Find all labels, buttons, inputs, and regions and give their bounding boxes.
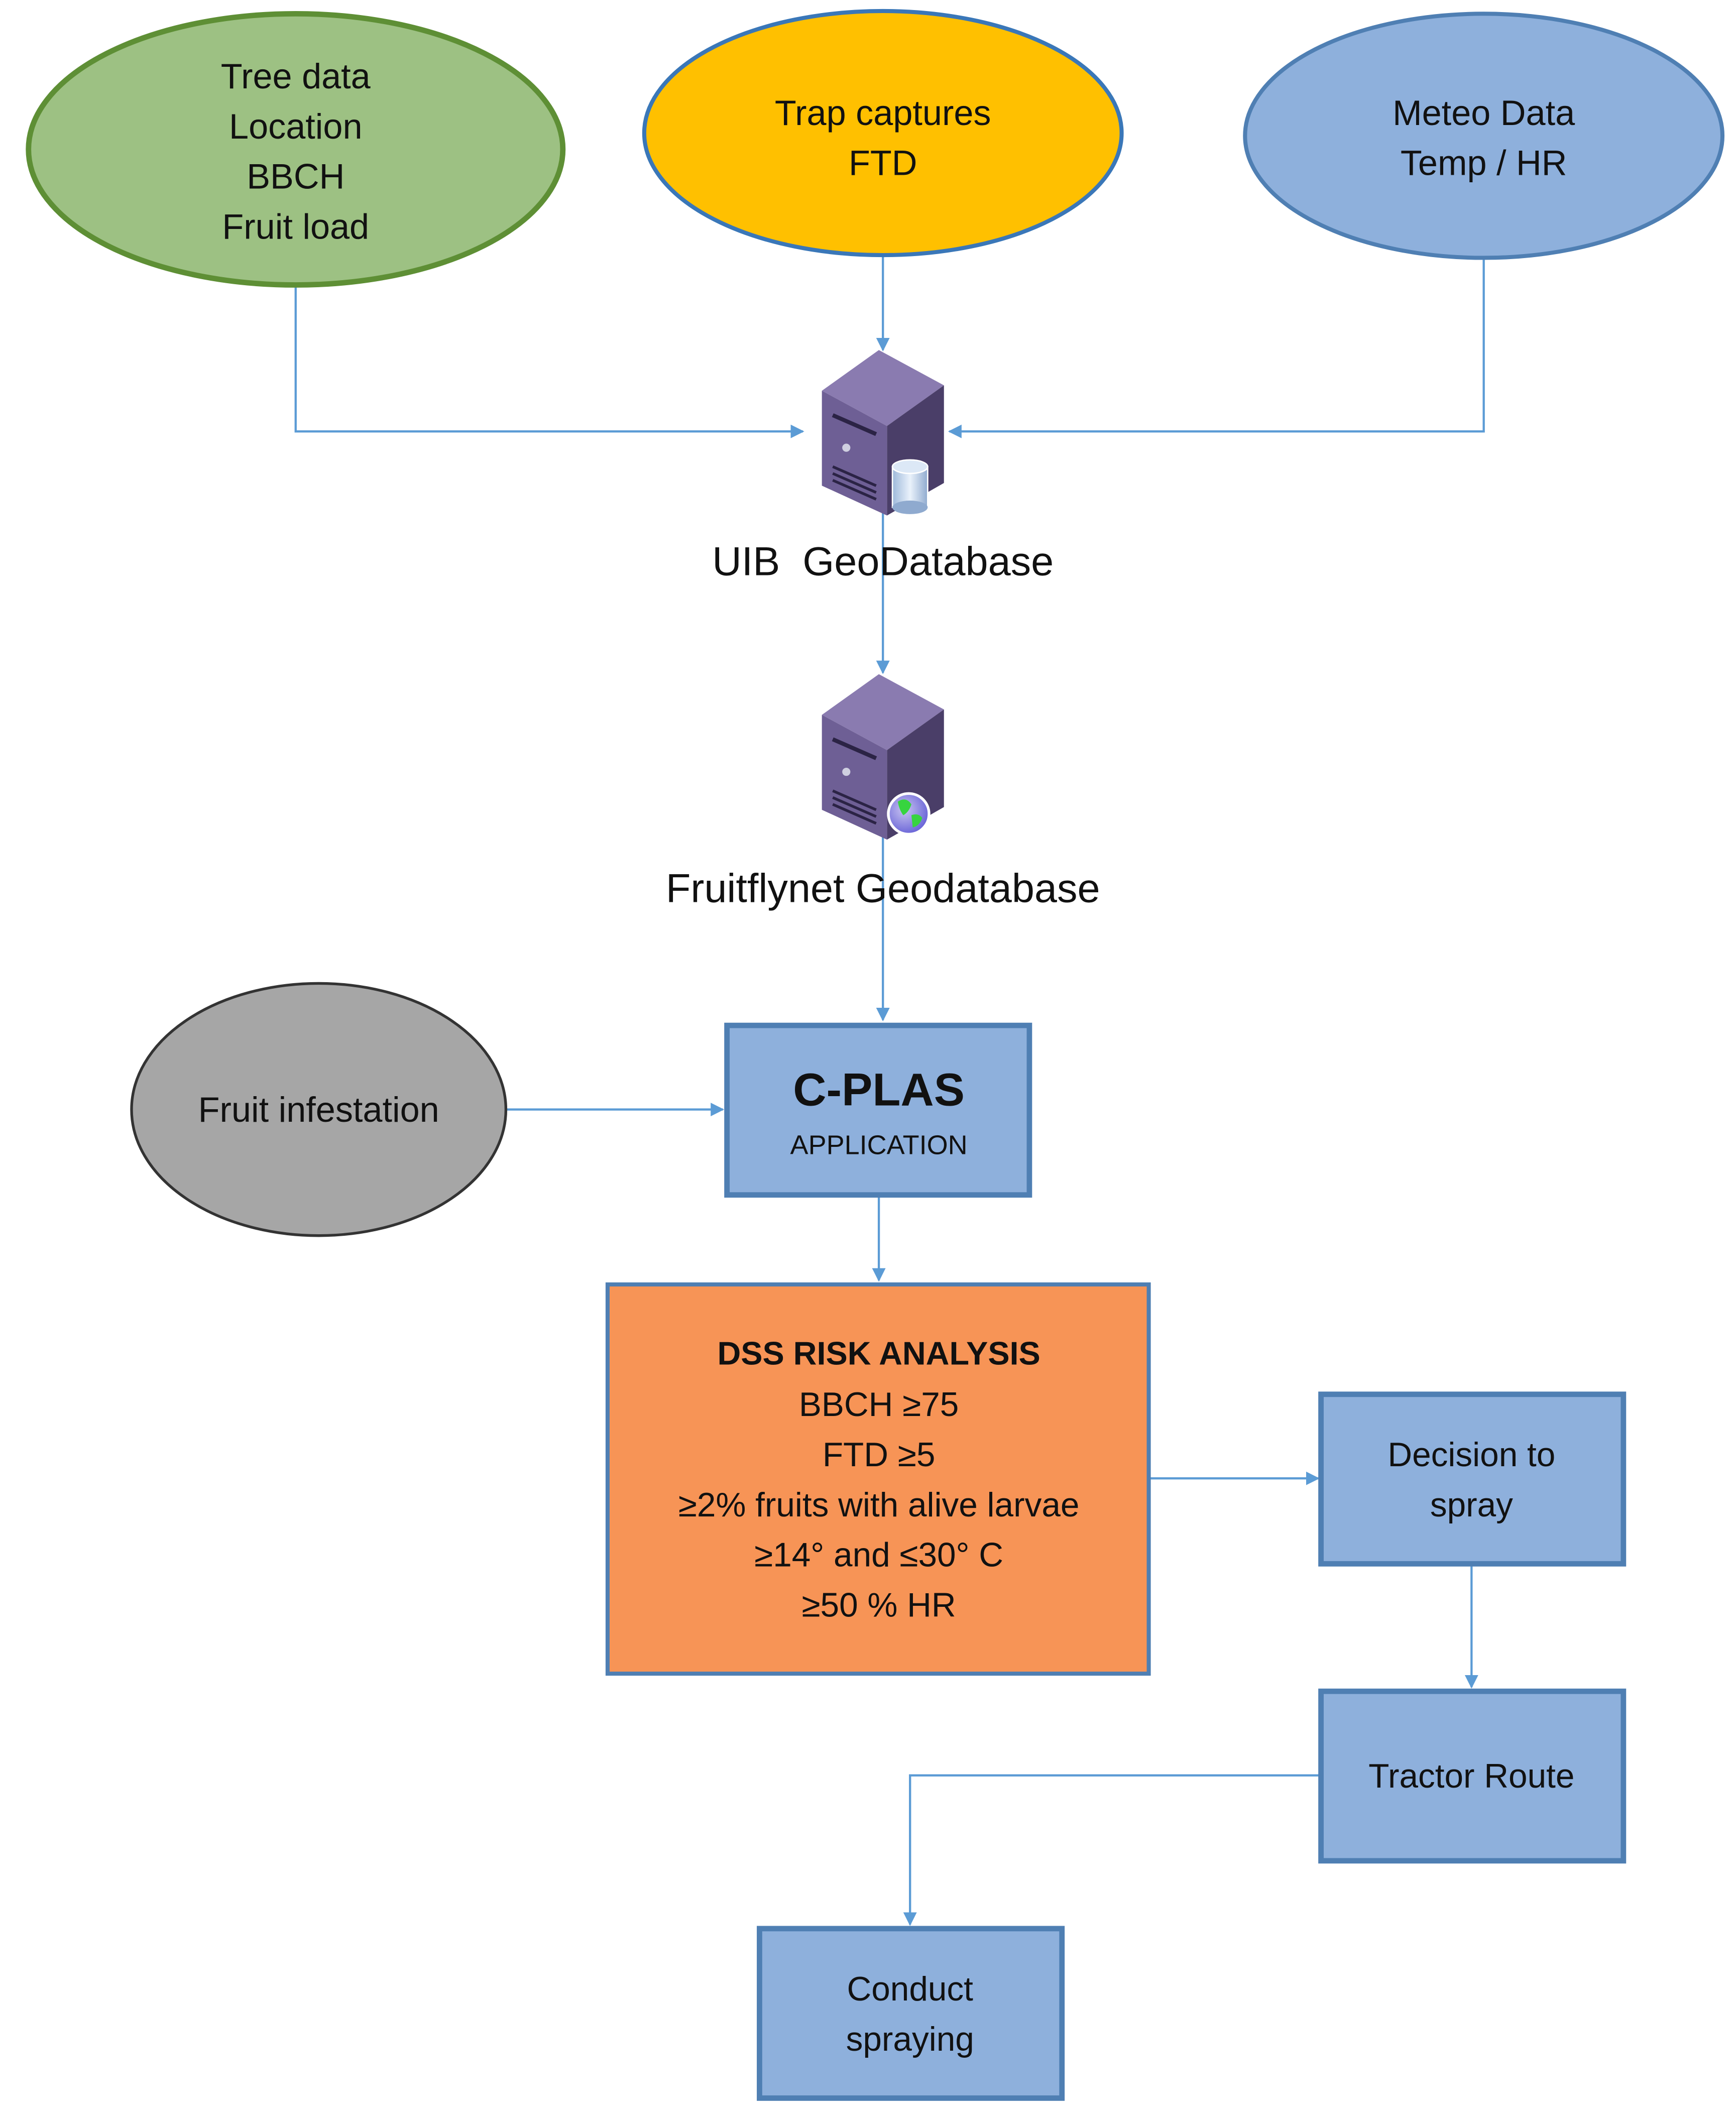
cplas-application: C-PLAS APPLICATION (724, 1022, 1032, 1198)
uib-geodatabase-label: UIB GeoDatabase (712, 539, 1054, 584)
decision-line-1: Decision to (1387, 1436, 1555, 1474)
connectors (294, 255, 1485, 1926)
dss-criterion: ≥2% fruits with alive larvae (678, 1486, 1080, 1524)
connector-tractor-to-spraying (903, 1774, 1321, 1926)
tractor-box (1318, 1688, 1627, 1864)
dss-title: DSS RISK ANALYSIS (717, 1335, 1040, 1371)
fruitflynet-geodatabase-label: Fruitflynet Geodatabase (666, 866, 1100, 911)
connector-meteo-to-uib (948, 258, 1485, 438)
decision-line-2: spray (1430, 1486, 1513, 1524)
trap-captures-line-1: Trap captures (775, 93, 991, 133)
fruitflynet-geodatabase: Fruitflynet Geodatabase (666, 674, 1100, 911)
database-server-icon (822, 350, 944, 516)
meteo-data-line-1: Meteo Data (1393, 93, 1575, 133)
dss-criterion: ≥14° and ≤30° C (754, 1537, 1003, 1574)
uib-geodatabase: UIB GeoDatabase (712, 350, 1054, 584)
meteo-data-ellipse (1243, 12, 1725, 260)
conduct-spraying: Conduct spraying (757, 1926, 1065, 2101)
tree-data-line-3: BBCH (247, 157, 344, 196)
spraying-line-1: Conduct (847, 1970, 974, 2008)
spraying-line-2: spraying (846, 2021, 974, 2058)
decision-box (1318, 1391, 1627, 1567)
connector-tree-to-uib (294, 285, 804, 438)
dss-criterion: ≥50 % HR (802, 1587, 956, 1624)
cplas-title: C-PLAS (793, 1064, 965, 1115)
source-trap-captures: Trap captures FTD (642, 9, 1124, 258)
meteo-data-line-2: Temp / HR (1401, 143, 1567, 183)
tree-data-line-4: Fruit load (222, 207, 369, 247)
tree-data-ellipse (26, 11, 566, 288)
tractor-route: Tractor Route (1318, 1688, 1627, 1864)
source-tree-data: Tree data Location BBCH Fruit load (26, 11, 566, 288)
tree-data-line-2: Location (229, 106, 362, 146)
trap-captures-ellipse (642, 9, 1124, 258)
dss-box (605, 1282, 1151, 1676)
spraying-box (757, 1926, 1065, 2101)
fruit-infestation-ellipse (130, 982, 508, 1237)
fruit-infestation: Fruit infestation (130, 982, 508, 1237)
tree-data-line-1: Tree data (221, 56, 371, 96)
decision-to-spray: Decision to spray (1318, 1391, 1627, 1567)
dss-criterion: FTD ≥5 (823, 1436, 936, 1474)
fruit-infestation-label: Fruit infestation (198, 1090, 439, 1129)
tractor-label: Tractor Route (1368, 1757, 1574, 1795)
trap-captures-line-2: FTD (849, 143, 917, 183)
dss-risk-analysis: DSS RISK ANALYSIS BBCH ≥75 FTD ≥5 ≥2% fr… (605, 1282, 1151, 1676)
cplas-box (724, 1022, 1032, 1198)
web-server-globe-icon (822, 674, 944, 840)
dss-criterion: BBCH ≥75 (799, 1386, 959, 1424)
cplas-subtitle: APPLICATION (790, 1130, 968, 1160)
source-meteo-data: Meteo Data Temp / HR (1243, 12, 1725, 260)
